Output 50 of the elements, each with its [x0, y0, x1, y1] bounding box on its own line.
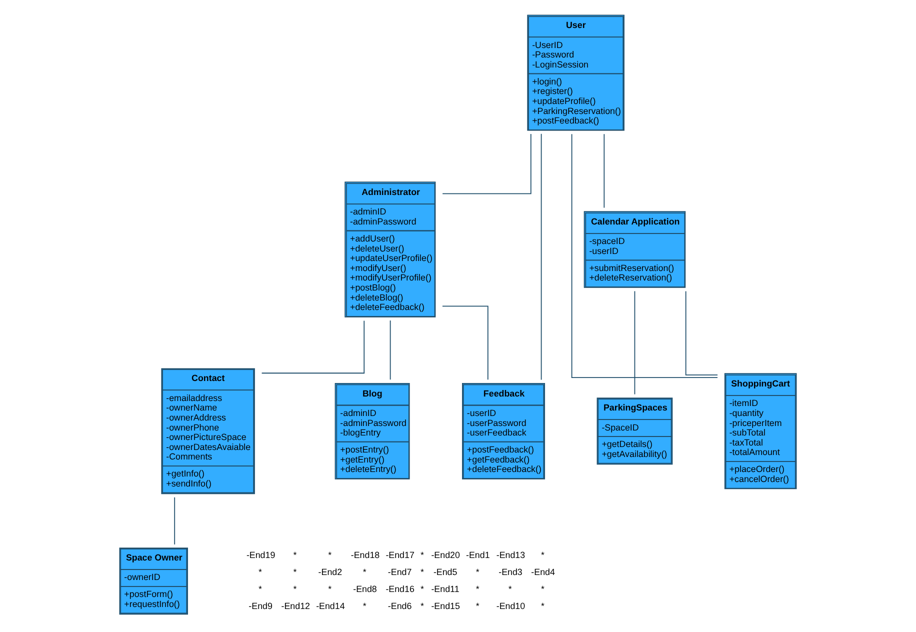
label: * [476, 600, 480, 611]
connector [604, 134, 605, 208]
label: -End5 [433, 566, 458, 577]
label: -End10 [496, 600, 526, 611]
label: -End9 [248, 600, 272, 611]
label: * [420, 584, 424, 594]
label: * [328, 584, 332, 594]
label: -End18 [350, 550, 380, 560]
connector [261, 320, 365, 374]
label: * [258, 584, 262, 594]
label: * [420, 550, 424, 560]
label: -End13 [496, 550, 526, 560]
label: -End19 [246, 550, 276, 560]
label: * [258, 566, 262, 577]
label: * [293, 550, 297, 560]
label: * [508, 584, 512, 594]
connector [685, 290, 718, 376]
label: -End7 [388, 566, 412, 577]
label: * [328, 550, 332, 560]
label: * [420, 600, 424, 611]
label: -End6 [388, 600, 412, 611]
label: -End17 [386, 550, 414, 560]
label: * [541, 550, 544, 560]
label: -End4 [531, 566, 555, 577]
label: * [541, 600, 544, 611]
label: -End15 [431, 600, 460, 611]
label: * [541, 584, 544, 594]
connector [540, 133, 542, 380]
label: * [420, 566, 424, 577]
label: -End8 [353, 584, 377, 594]
label: -End12 [281, 600, 310, 611]
connector [442, 306, 488, 380]
label: -End1 [466, 550, 490, 560]
label: * [293, 584, 297, 594]
label: * [362, 566, 366, 577]
connector [571, 134, 718, 378]
label: -End3 [498, 566, 522, 577]
label: -End14 [316, 600, 345, 611]
connector [442, 134, 532, 194]
label: * [362, 600, 366, 611]
label: * [476, 584, 480, 594]
label: -End11 [431, 584, 460, 594]
connector [634, 290, 636, 395]
label: * [476, 566, 480, 577]
label: * [293, 566, 297, 577]
label: -End20 [431, 550, 460, 560]
connector [390, 320, 391, 380]
label: -End16 [386, 584, 414, 594]
connector [174, 496, 176, 545]
label: -End2 [318, 566, 342, 577]
